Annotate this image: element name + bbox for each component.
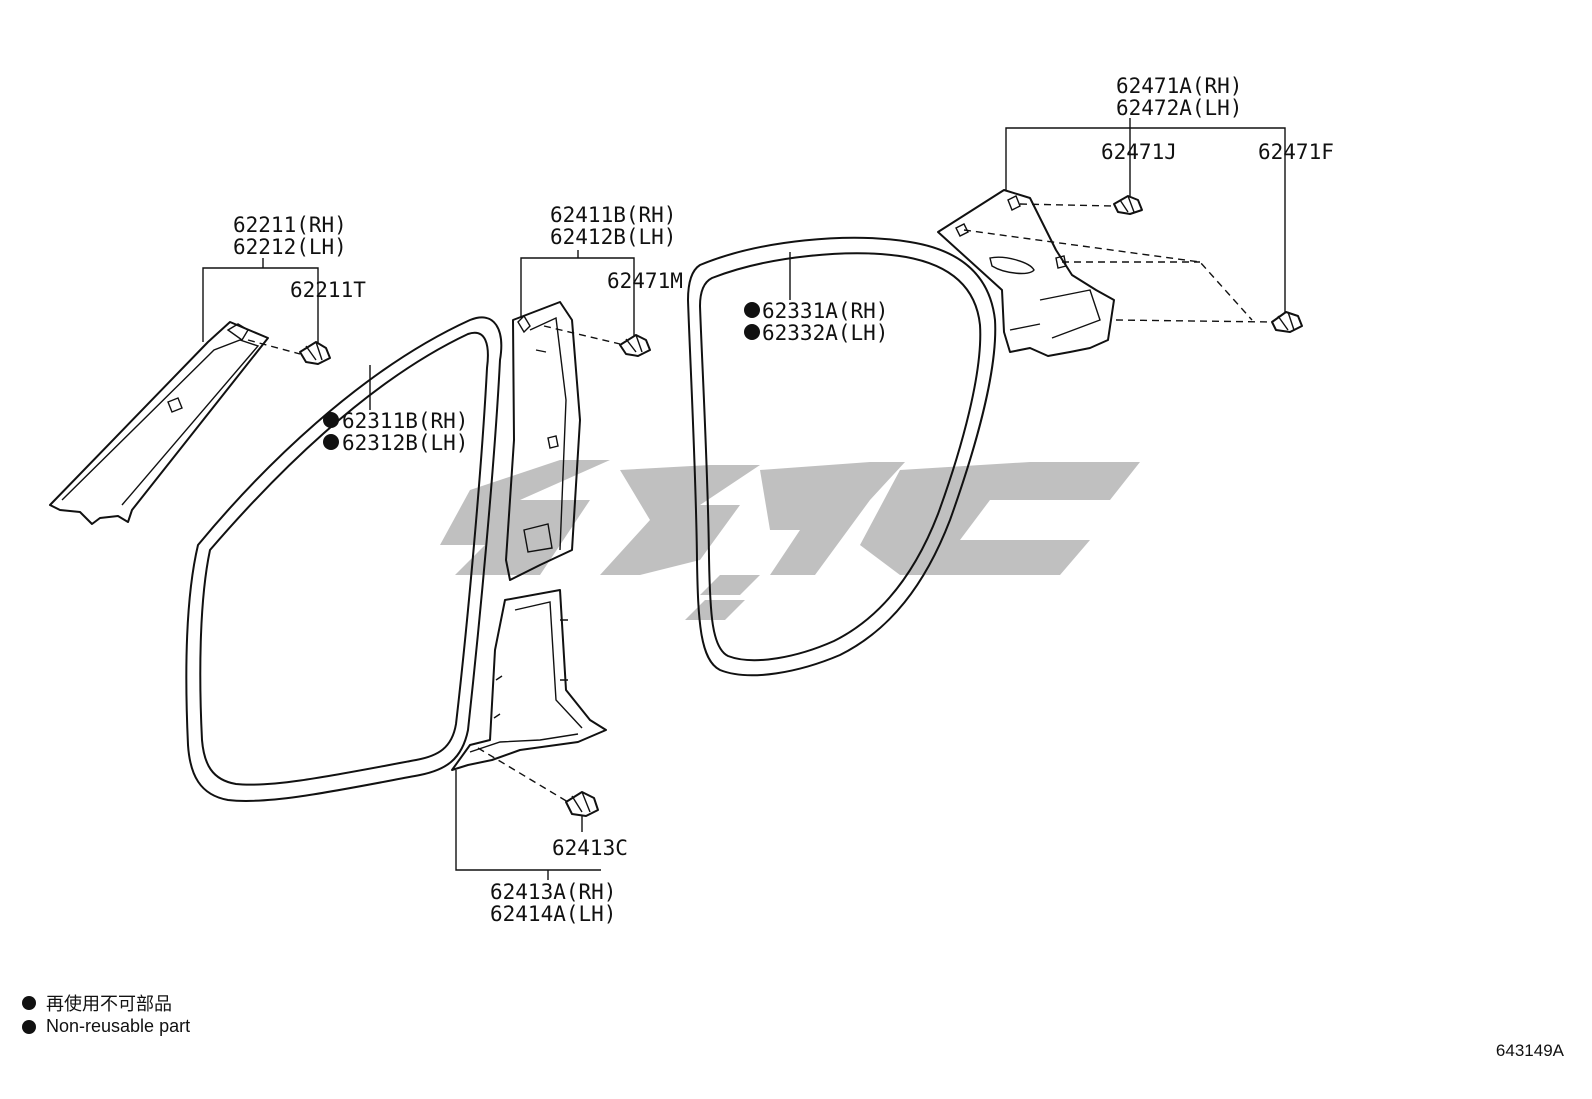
clip-62413C [565,791,599,817]
clip-62471J [1113,195,1143,215]
label-62332a-lh: 62332A(LH) [762,321,888,345]
a-pillar-garnish [49,321,269,525]
b-pillar-lower-garnish [451,589,607,771]
label-62471j: 62471J [1101,140,1177,164]
clip-62471F [1271,311,1303,333]
non-reusable-mark [323,412,339,428]
non-reusable-mark [744,324,760,340]
label-62312b-lh: 62312B(LH) [342,431,468,455]
label-62414a-lh: 62414A(LH) [490,902,616,926]
watermark-logo [440,460,1140,620]
bullet-icon [22,996,36,1010]
label-62413a-rh: 62413A(RH) [490,880,616,904]
legend-note-en: Non-reusable part [22,1016,190,1037]
label-62211-rh: 62211(RH) [233,213,347,237]
label-62331a-rh: 62331A(RH) [762,299,888,323]
non-reusable-mark [323,434,339,450]
label-62471a-rh: 62471A(RH) [1116,74,1242,98]
label-62411b-rh: 62411B(RH) [550,203,676,227]
label-62412b-lh: 62412B(LH) [550,225,676,249]
label-62471f: 62471F [1258,140,1334,164]
clip-62211T [299,341,331,365]
label-62212-lh: 62212(LH) [233,235,347,259]
label-62472a-lh: 62472A(LH) [1116,96,1242,120]
legend-text-en: Non-reusable part [46,1016,191,1036]
front-door-weatherstrip [185,316,503,802]
non-reusable-mark [744,302,760,318]
legend-text-jp: 再使用不可部品 [46,994,172,1014]
label-62471m: 62471M [607,269,683,293]
callout-labels: 62211(RH) 62212(LH) 62211T 62311B(RH) 62… [233,74,1334,926]
c-pillar-garnish [937,189,1115,357]
label-62211t: 62211T [290,278,366,302]
rear-door-weatherstrip [687,236,997,677]
label-62311b-rh: 62311B(RH) [342,409,468,433]
label-62413c: 62413C [552,836,628,860]
clip-62471M [619,334,651,357]
legend-note-jp: 再使用不可部品 [22,990,172,1016]
bullet-icon [22,1019,36,1034]
diagram-code: 643149A [1495,1041,1564,1060]
leader-lines [202,118,1286,880]
b-pillar-upper-garnish [505,301,581,581]
